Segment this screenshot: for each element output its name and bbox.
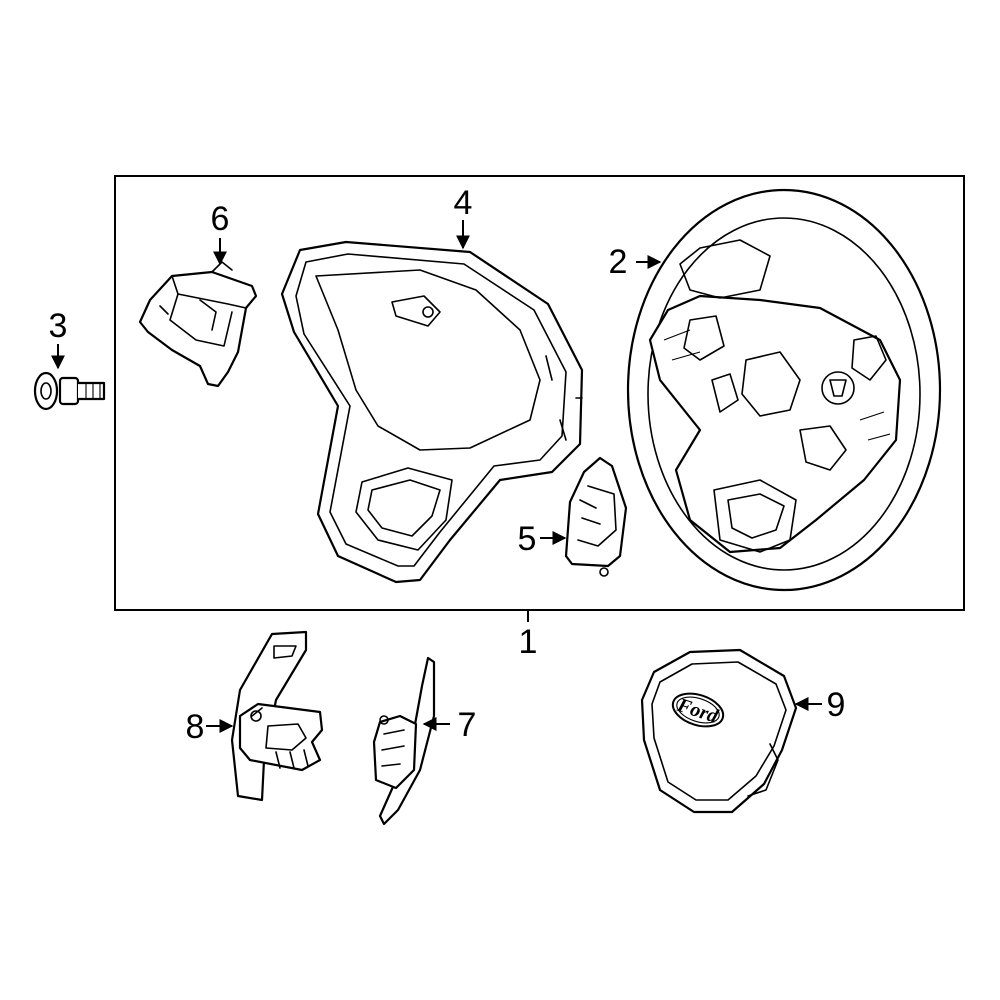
- callout-6: 6: [211, 200, 230, 238]
- callout-9: 9: [827, 686, 846, 724]
- part-7-paddle-shifter[interactable]: [372, 656, 436, 826]
- callout-8: 8: [186, 708, 205, 746]
- part-4-trim-bezel[interactable]: [280, 240, 584, 584]
- assembly-frame: [114, 175, 965, 611]
- part-9-airbag[interactable]: Ford: [640, 648, 798, 814]
- part-5-right-switch[interactable]: [564, 456, 628, 577]
- callout-5: 5: [518, 520, 537, 558]
- callout-4: 4: [454, 184, 473, 222]
- callout-3: 3: [49, 307, 68, 345]
- part-3-bolt[interactable]: [33, 371, 106, 411]
- callout-7: 7: [458, 706, 477, 744]
- callout-2: 2: [609, 243, 628, 281]
- part-2-steering-wheel[interactable]: [626, 188, 942, 592]
- callout-1: 1: [519, 623, 538, 661]
- ford-logo: [671, 692, 725, 728]
- part-6-left-switch[interactable]: [138, 261, 258, 388]
- part-8-paddle-shifter[interactable]: [230, 630, 324, 802]
